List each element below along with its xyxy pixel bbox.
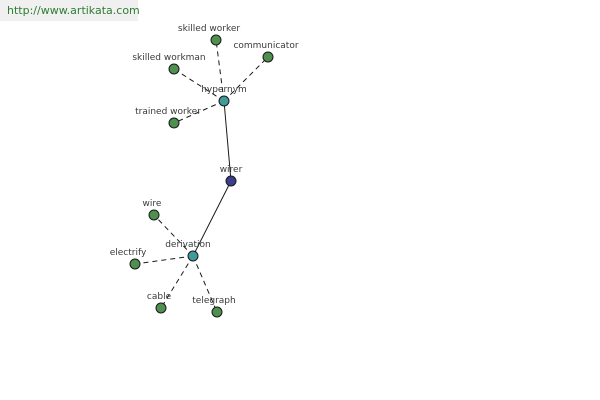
node-dot-wirer[interactable]: [225, 175, 237, 187]
node-trained-worker[interactable]: trained worker: [135, 107, 201, 129]
node-dot-skilled-workman[interactable]: [168, 63, 180, 75]
node-telegraph[interactable]: telegraph: [192, 296, 236, 318]
node-electrify[interactable]: electrify: [110, 248, 147, 270]
node-hypernym[interactable]: hypernym: [201, 85, 247, 107]
node-communicator[interactable]: communicator: [233, 41, 299, 63]
edge-hypernym-skilled-workman: [173, 68, 225, 102]
node-dot-trained-worker[interactable]: [168, 117, 180, 129]
node-label-wire[interactable]: wire: [143, 199, 162, 209]
edge-derivation-cable: [160, 255, 194, 309]
node-label-skilled-workman[interactable]: skilled workman: [132, 53, 205, 63]
node-label-hypernym[interactable]: hypernym: [201, 85, 247, 95]
node-label-wirer[interactable]: wirer: [220, 165, 243, 175]
edge-hypernym-trained-worker: [173, 100, 225, 124]
node-dot-hypernym[interactable]: [218, 95, 230, 107]
edge-derivation-telegraph: [192, 255, 218, 313]
node-wirer[interactable]: wirer: [220, 165, 243, 187]
node-dot-electrify[interactable]: [129, 258, 141, 270]
node-label-communicator[interactable]: communicator: [233, 41, 298, 51]
node-skilled-workman[interactable]: skilled workman: [132, 53, 206, 75]
edge-derivation-electrify: [134, 255, 194, 265]
edge-derivation-wire: [153, 214, 194, 257]
node-label-trained-worker[interactable]: trained worker: [135, 107, 201, 117]
node-wire[interactable]: wire: [143, 199, 162, 221]
edge-wirer-derivation: [192, 180, 232, 257]
edge-wirer-hypernym: [223, 100, 232, 182]
node-derivation[interactable]: derivation: [165, 240, 211, 262]
site-url-link[interactable]: http://www.artikata.com: [7, 4, 140, 17]
node-dot-communicator[interactable]: [262, 51, 274, 63]
node-dot-skilled-worker[interactable]: [210, 34, 222, 46]
url-banner: http://www.artikata.com: [0, 0, 140, 21]
node-dot-wire[interactable]: [148, 209, 160, 221]
node-cable[interactable]: cable: [147, 292, 172, 314]
graph-nodes: wirer hypernym derivation skilled worker com…: [110, 24, 299, 318]
node-label-derivation[interactable]: derivation: [165, 240, 211, 250]
node-dot-derivation[interactable]: [187, 250, 199, 262]
node-label-cable[interactable]: cable: [147, 292, 172, 302]
edge-hypernym-communicator: [223, 56, 269, 102]
node-dot-telegraph[interactable]: [211, 306, 223, 318]
node-label-skilled-worker[interactable]: skilled worker: [178, 24, 241, 34]
node-label-telegraph[interactable]: telegraph: [192, 296, 235, 306]
edge-hypernym-skilled-worker: [215, 39, 225, 102]
node-dot-cable[interactable]: [155, 302, 167, 314]
graph-edges: [134, 39, 269, 313]
node-skilled-worker[interactable]: skilled worker: [178, 24, 241, 46]
node-label-electrify[interactable]: electrify: [110, 248, 147, 258]
